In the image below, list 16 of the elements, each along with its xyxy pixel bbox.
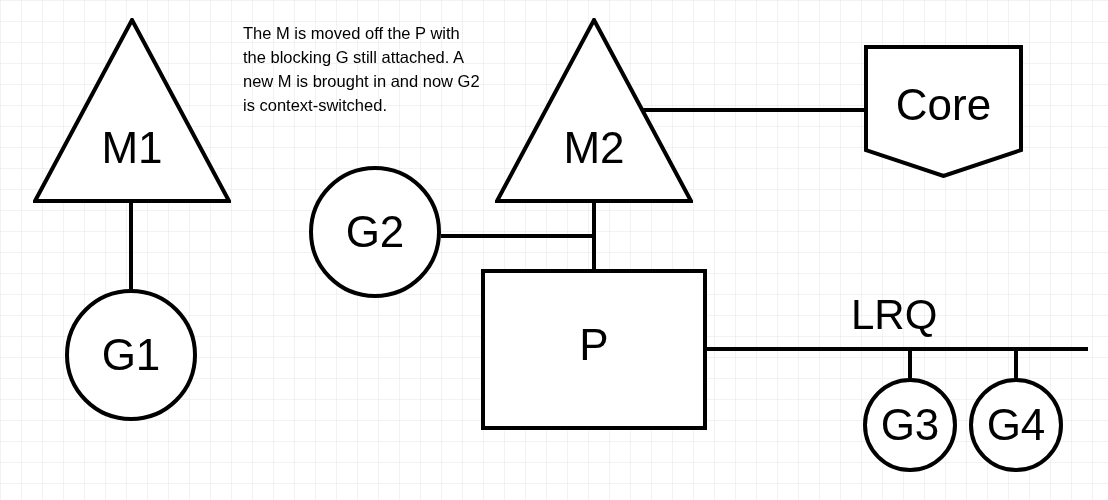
note-text: The M is moved off the P with the blocking G still attached. A new M is brought in and now G2 is context-switched. <box>243 23 481 116</box>
connector-line <box>441 234 596 269</box>
run-queue-bar <box>707 347 1088 351</box>
node-label: G3 <box>880 403 940 447</box>
connector-line <box>129 203 133 289</box>
node-label: G4 <box>986 403 1046 447</box>
node-label: G2 <box>345 210 405 254</box>
connector-line <box>643 108 864 112</box>
connector-line <box>908 351 912 378</box>
node-label: M2 <box>563 125 625 170</box>
node-label: G1 <box>101 333 161 377</box>
node-label: M1 <box>101 125 163 170</box>
node-label: P <box>579 322 609 367</box>
connector-line <box>1014 351 1018 378</box>
node-label: Core <box>895 82 992 127</box>
queue-label: LRQ <box>851 294 938 336</box>
